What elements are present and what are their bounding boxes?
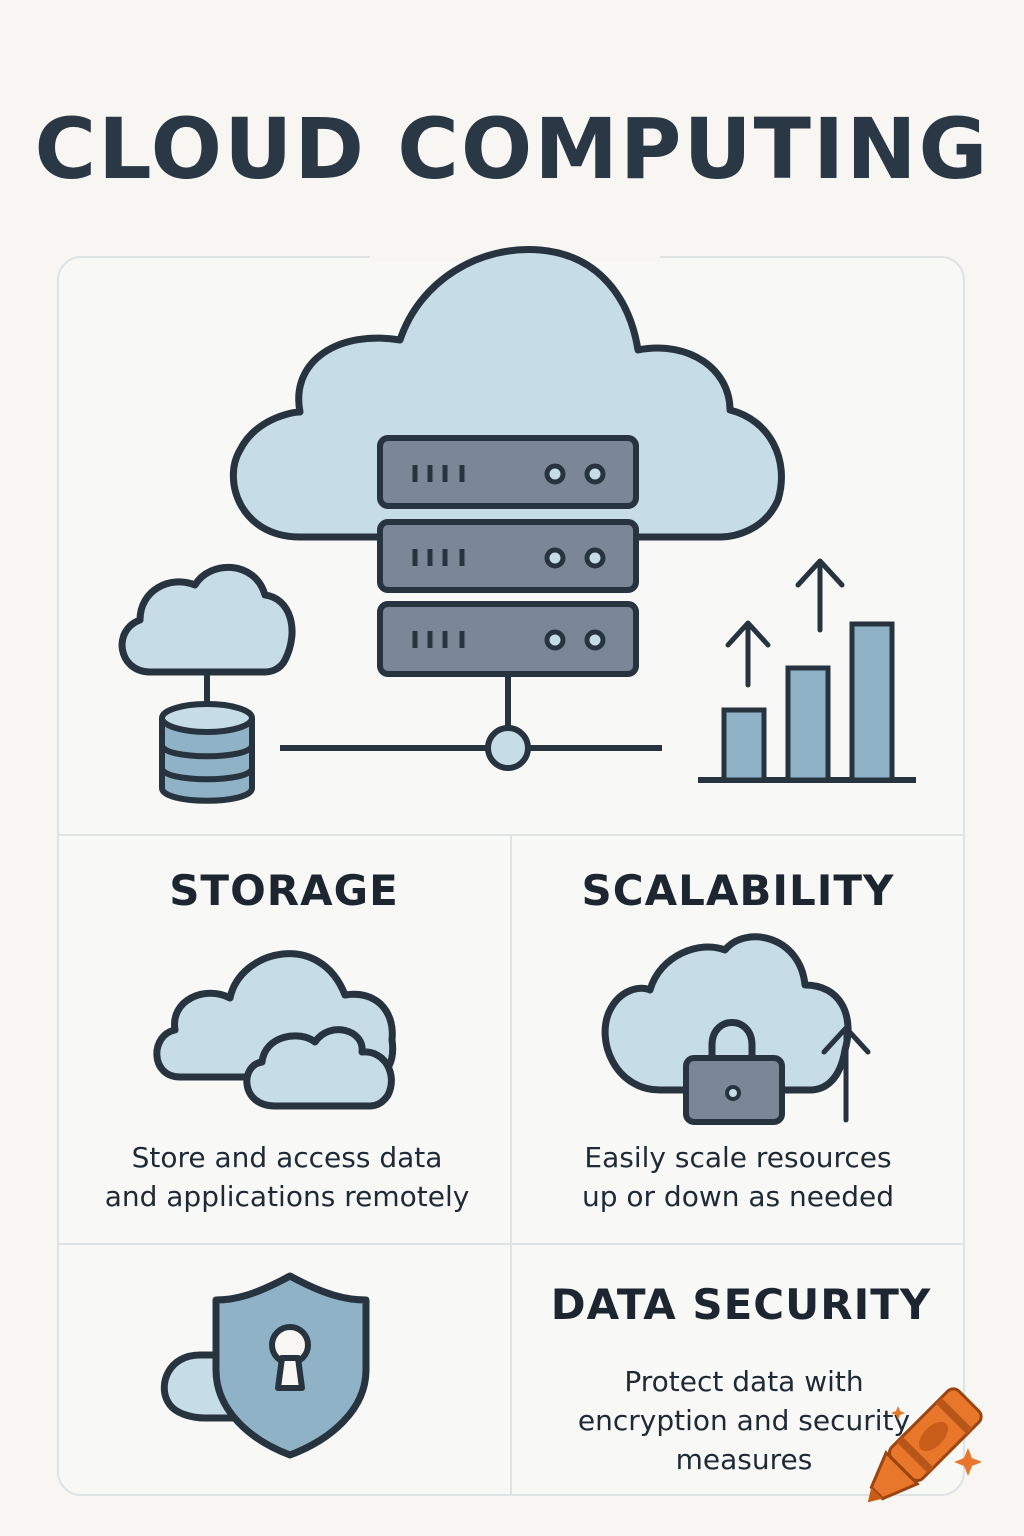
cloud-server-icon bbox=[229, 246, 785, 771]
scalability-description: Easily scale resources up or down as nee… bbox=[581, 1141, 895, 1213]
page-title: CLOUD COMPUTING bbox=[34, 100, 990, 198]
growth-bars-icon bbox=[698, 558, 916, 783]
server-rack bbox=[377, 435, 639, 677]
divider bbox=[510, 836, 512, 1494]
divider bbox=[59, 834, 963, 836]
data-security-heading: DATA SECURITY bbox=[550, 1280, 932, 1329]
cloud-database-icon bbox=[118, 563, 296, 804]
storage-description: Store and access data and applications r… bbox=[104, 1141, 470, 1213]
data-security-description: Protect data with encryption and securit… bbox=[577, 1365, 911, 1476]
hero-illustration bbox=[118, 246, 916, 804]
storage-heading: STORAGE bbox=[169, 866, 399, 915]
scalability-heading: SCALABILITY bbox=[581, 866, 895, 915]
